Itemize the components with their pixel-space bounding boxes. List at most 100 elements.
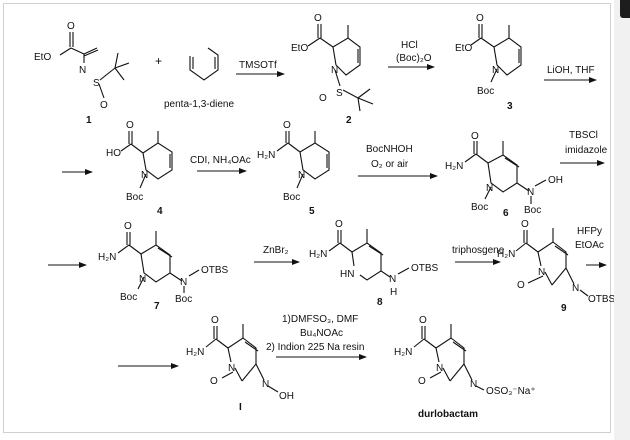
c9-atom-n2: N [572, 283, 579, 294]
c9-label: 9 [561, 303, 567, 314]
step-9-line-1: HFPy [577, 226, 602, 237]
c4-label: 4 [157, 206, 163, 217]
step-7-line-1: ZnBr₂ [263, 245, 289, 256]
c2-atom-n: N [331, 65, 338, 76]
c6-atom-o: O [471, 131, 479, 142]
step-10-line-3: 2) Indion 225 Na resin [266, 342, 364, 353]
c8-atom-hn: HN [340, 269, 354, 280]
c2-atom-s: S [336, 88, 343, 99]
c1-atom-n: N [79, 65, 86, 76]
c8-atom-h2n: H₂N [309, 249, 327, 260]
c7-atom-n2: N [180, 277, 187, 288]
synthesis-scheme: O EtO N S O 1 + penta-1,3-diene TMSOTf O… [34, 13, 614, 420]
dur-atom-o2: O [418, 376, 426, 387]
compound-9: O H₂N N O N OTBS 9 [497, 219, 614, 314]
c9-atom-o1: O [521, 219, 529, 230]
c9-atom-n1: N [538, 267, 545, 278]
dur-atom-n2: N [470, 379, 477, 390]
c2-label: 2 [346, 115, 352, 126]
c7-atom-otbs: OTBS [201, 265, 229, 276]
plus-sign: + [155, 54, 162, 68]
cI-atom-oh: OH [279, 391, 294, 402]
c5-atom-o: O [283, 120, 291, 131]
c2-atom-eto: EtO [291, 43, 308, 54]
step-9-line-2: EtOAc [575, 240, 604, 251]
c7-atom-n1: N [139, 274, 146, 285]
cI-label: I [239, 402, 242, 413]
c6-label: 6 [503, 208, 509, 219]
c7-atom-o: O [124, 221, 132, 232]
cI-atom-o2: O [210, 376, 218, 387]
c8-label: 8 [377, 297, 383, 308]
c3-atom-o: O [476, 13, 484, 24]
c1-label: 1 [86, 115, 92, 126]
dur-label: durlobactam [418, 409, 478, 420]
step-10-line-2: Bu₄NOAc [300, 328, 343, 339]
compound-5: O H₂N N Boc 5 [257, 120, 330, 217]
compound-1: O EtO N S O 1 [34, 21, 130, 126]
c6-atom-n2: N [527, 187, 534, 198]
c7-atom-h2n: H₂N [98, 252, 116, 263]
compound-durlobactam: O H₂N N O N OSO₃⁻Na⁺ durlobactam [394, 315, 536, 420]
cI-atom-n1: N [228, 363, 235, 374]
compound-8: O H₂N HN N H OTBS 8 [309, 219, 439, 308]
c4-atom-o: O [126, 120, 134, 131]
c5-atom-h2n: H₂N [257, 150, 275, 161]
compound-3: O EtO N Boc 3 [455, 13, 522, 112]
c1-atom-eto: EtO [34, 52, 51, 63]
c2-atom-o2: O [319, 93, 327, 104]
step-10-line-1: 1)DMFSO₃, DMF [282, 314, 358, 325]
cI-atom-n2: N [262, 379, 269, 390]
compound-2: O EtO N S O 2 [291, 13, 374, 126]
step-6-line-1: TBSCl [569, 130, 598, 141]
compound-I: O H₂N N O N OH I [186, 315, 294, 413]
c4-atom-boc: Boc [126, 192, 143, 203]
step-2-line-2: (Boc)₂O [396, 53, 432, 64]
c6-atom-boc2: Boc [524, 205, 541, 216]
dur-atom-oso3na: OSO₃⁻Na⁺ [486, 386, 536, 397]
c1-atom-s: S [93, 78, 100, 89]
diene-name: penta-1,3-diene [164, 99, 234, 110]
c8-atom-otbs: OTBS [411, 263, 439, 274]
compound-4: O HO N Boc 4 [106, 120, 173, 217]
cI-atom-h2n: H₂N [186, 347, 204, 358]
dur-atom-o1: O [419, 315, 427, 326]
c4-atom-ho: HO [106, 148, 121, 159]
c9-atom-h2n: H₂N [497, 249, 515, 260]
step-4-line-1: CDI, NH₄OAc [190, 155, 251, 166]
cI-atom-o1: O [211, 315, 219, 326]
c7-atom-boc1: Boc [120, 292, 137, 303]
c8-atom-h: H [390, 287, 397, 298]
step-5-line-2: O₂ or air [371, 159, 409, 170]
c7-atom-boc2: Boc [175, 294, 192, 305]
c3-atom-n: N [492, 65, 499, 76]
step-1-line-1: TMSOTf [239, 60, 277, 71]
scheme-frame [3, 3, 611, 433]
c6-atom-n1: N [486, 183, 493, 194]
step-8-line-1: triphosgene [452, 245, 505, 256]
c8-atom-n: N [389, 274, 396, 285]
dur-atom-h2n: H₂N [394, 347, 412, 358]
c3-atom-eto: EtO [455, 43, 472, 54]
c5-label: 5 [309, 206, 315, 217]
c3-label: 3 [507, 101, 513, 112]
dur-atom-n1: N [436, 363, 443, 374]
c3-atom-boc: Boc [477, 86, 494, 97]
step-5-line-1: BocNHOH [366, 144, 413, 155]
c6-atom-boc1: Boc [471, 202, 488, 213]
step-6-line-2: imidazole [565, 145, 608, 156]
c9-atom-o2: O [517, 280, 525, 291]
c5-atom-n: N [298, 170, 305, 181]
step-2-line-1: HCl [401, 40, 418, 51]
step-3-line-1: LiOH, THF [547, 65, 595, 76]
c6-atom-h2n: H₂N [445, 161, 463, 172]
compound-7: O H₂N N Boc N OTBS Boc 7 [98, 221, 229, 312]
c5-atom-boc: Boc [283, 192, 300, 203]
c6-atom-oh: OH [548, 175, 563, 186]
c8-atom-o: O [335, 219, 343, 230]
window-edge-tab [620, 0, 630, 18]
c1-atom-o2: O [100, 100, 108, 111]
c9-atom-otbs: OTBS [588, 294, 614, 305]
c4-atom-n: N [141, 170, 148, 181]
c7-label: 7 [154, 301, 160, 312]
